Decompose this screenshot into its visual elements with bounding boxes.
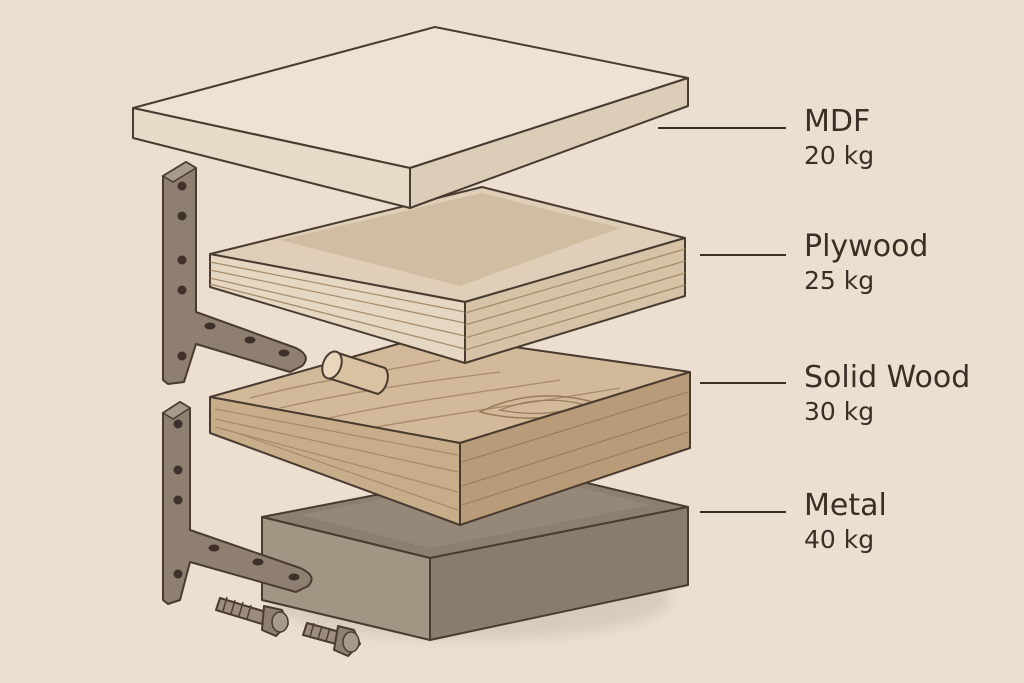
wooden-dowel-icon [321, 350, 389, 395]
screw-icon [215, 596, 289, 637]
material-weight: 30 kg [804, 397, 875, 426]
solid-wood-panel [209, 334, 691, 526]
material-name: Plywood [804, 229, 929, 264]
screw-icon [302, 622, 361, 657]
mdf-panel [132, 26, 689, 209]
material-name: MDF [804, 104, 871, 139]
material-weight: 25 kg [804, 266, 875, 295]
lower-l-bracket-icon [161, 401, 313, 605]
material-weight: 20 kg [804, 141, 875, 170]
material-label-solid-wood: Solid Wood 30 kg [804, 360, 970, 428]
material-label-metal: Metal 40 kg [804, 488, 887, 556]
material-name: Metal [804, 488, 887, 523]
material-weight: 40 kg [804, 525, 875, 554]
material-name: Solid Wood [804, 360, 971, 395]
material-label-mdf: MDF 20 kg [804, 104, 874, 172]
upper-l-bracket-icon [161, 161, 307, 385]
metal-panel [261, 466, 689, 641]
plywood-panel [209, 186, 686, 364]
material-label-plywood: Plywood 25 kg [804, 229, 928, 297]
